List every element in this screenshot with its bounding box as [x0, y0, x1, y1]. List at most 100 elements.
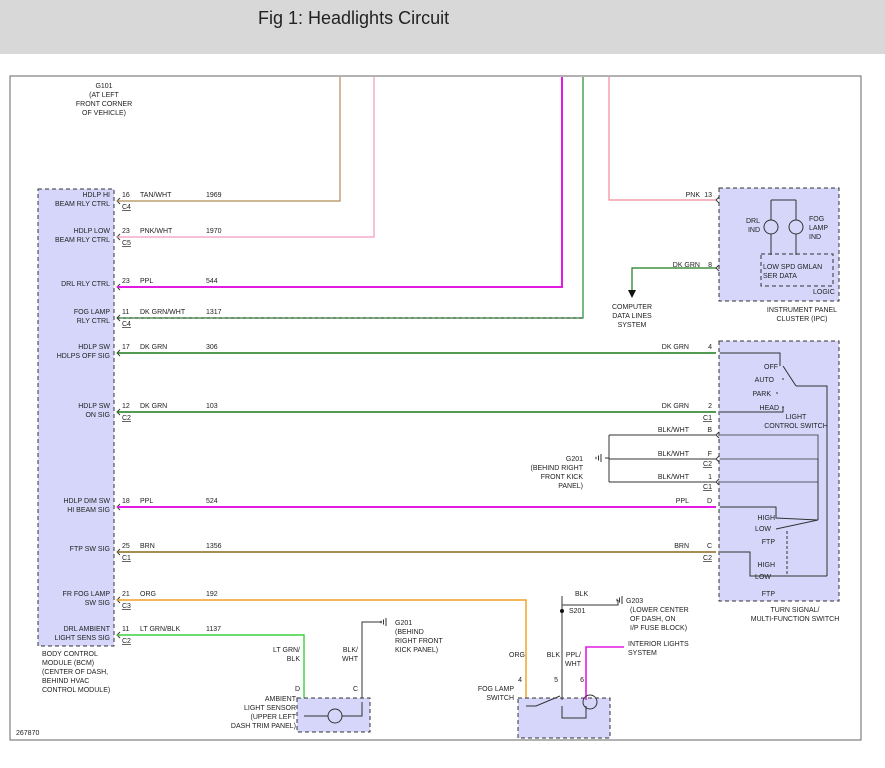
fog-pin-number: 5: [554, 677, 558, 684]
bcm-pin-number: 17: [122, 344, 130, 351]
circuit-number: 1356: [206, 543, 222, 550]
ipc-pin-number: 13: [704, 192, 712, 199]
wire-color-label: BLK: [287, 656, 301, 663]
bcm-pin-label: HDLP LOW: [74, 228, 111, 235]
diagram-frame: [9, 75, 862, 741]
circuit-number: 544: [206, 278, 218, 285]
wire-color-label: DK GRN: [140, 344, 167, 351]
g203-desc-label: I/P FUSE BLOCK): [630, 625, 687, 632]
splice-g203: [561, 596, 619, 606]
switch-pin-number: 2: [708, 403, 712, 410]
bcm-label: (CENTER OF DASH,: [42, 669, 108, 676]
wire-color-label: BLK/WHT: [658, 427, 690, 434]
wire-color-label: BLK/: [343, 647, 358, 654]
switch-pin-number: F: [708, 451, 712, 458]
computer-data-label: COMPUTER: [612, 304, 652, 311]
bcm-pin-number: 18: [122, 498, 130, 505]
ambient-sensor-label: DASH TRIM PANEL): [231, 723, 296, 730]
wire-ambient: [117, 634, 305, 698]
bcm-connector-label: C2: [122, 415, 131, 422]
splice-dot: [560, 609, 564, 613]
wire-ipc-dkgrn: [631, 267, 716, 296]
fog-indicator-led: [582, 694, 598, 710]
ambient-sensor-label: (UPPER LEFT: [250, 714, 296, 721]
wire-color-label: PPL: [140, 278, 153, 285]
bcm-pin-number: 16: [122, 192, 130, 199]
wire-color-label: ORG: [140, 591, 156, 598]
bcm-pin-label: BEAM RLY CTRL: [55, 201, 110, 208]
wire-color-label: LT GRN/: [273, 647, 300, 654]
bcm-pin-number: 23: [122, 228, 130, 235]
wire-color-label: BLK: [547, 652, 561, 659]
beam-low-label: LOW: [755, 526, 771, 533]
wire-color-label: BLK/WHT: [658, 451, 690, 458]
switch-position-off: OFF: [764, 364, 778, 371]
switch-position-head: HEAD: [760, 405, 779, 412]
bcm-connector-label: C3: [122, 603, 131, 610]
fog-pin-number: 6: [580, 677, 584, 684]
wire-color-label: BLK/WHT: [658, 474, 690, 481]
logic-box: [760, 253, 834, 287]
bcm-pin-label: FTP SW SIG: [70, 546, 110, 553]
bcm-pin-number: 12: [122, 403, 130, 410]
bcm-connector-label: C5: [122, 240, 131, 247]
bcm-pin-number: 25: [122, 543, 130, 550]
circuit-number: 1969: [206, 192, 222, 199]
connector-chevron: [715, 196, 720, 204]
beam-low-label: LOW: [755, 574, 771, 581]
bcm-label: BODY CONTROL: [42, 651, 98, 658]
wire-color-label: PNK/WHT: [140, 228, 173, 235]
fog-indicator-label: FOG: [809, 216, 824, 223]
interior-lights-label: INTERIOR LIGHTS: [628, 641, 689, 648]
ambient-sensor-box: [296, 697, 371, 733]
circuit-number: 1970: [206, 228, 222, 235]
bcm-pin-label: HDLPS OFF SIG: [57, 353, 110, 360]
bcm-pin-label: RLY CTRL: [77, 318, 110, 325]
turn-signal-switch-box: [718, 340, 840, 602]
circuit-number: 103: [206, 403, 218, 410]
ambient-pin-d: D: [295, 686, 300, 693]
switch-pin-number: D: [707, 498, 712, 505]
ftp-contacts: [720, 551, 827, 577]
turn-signal-switch-label: MULTI-FUNCTION SWITCH: [751, 616, 840, 623]
bcm-connector-label: C2: [122, 638, 131, 645]
wire-color-label: BLK: [575, 591, 589, 598]
figure-title: Fig 1: Headlights Circuit: [258, 8, 450, 28]
g201-left-label: G201: [395, 620, 412, 627]
bcm-pin-number: 21: [122, 591, 130, 598]
bcm-pin-label: HI BEAM SIG: [67, 507, 110, 514]
g101-label: (AT LEFT: [89, 92, 119, 99]
bcm-pin-label: SW SIG: [85, 600, 110, 607]
wire-drl: [117, 77, 563, 288]
bcm-pin-label: ON SIG: [85, 412, 110, 419]
wire-color-label: ORG: [509, 652, 525, 659]
beam-ftp-label: FTP: [762, 539, 776, 546]
bcm-pin-label: HDLP HI: [83, 192, 111, 199]
g203-desc-label: OF DASH, ON: [630, 616, 676, 623]
wire-fog-interior: [585, 646, 624, 700]
wire-color-label: DK GRN: [662, 344, 689, 351]
wire-color-label: WHT: [565, 661, 582, 668]
g201-splice: [605, 435, 610, 482]
wire-color-label: LT GRN/BLK: [140, 626, 181, 633]
g201-right-label: FRONT KICK: [541, 474, 584, 481]
ground-symbol: [380, 618, 387, 626]
drl-indicator-label: IND: [748, 227, 760, 234]
fog-indicator-label: LAMP: [809, 225, 828, 232]
wire-color-label: DK GRN: [673, 262, 700, 269]
circuit-number: 306: [206, 344, 218, 351]
switch-pin-number: B: [707, 427, 712, 434]
circuit-number: 192: [206, 591, 218, 598]
ground-symbol: [616, 596, 623, 604]
switch-ground-bus: [720, 481, 819, 520]
wire-low-beam: [117, 77, 375, 238]
bcm-pin-label: LIGHT SENS SIG: [55, 635, 111, 642]
bcm-pin-label: DRL RLY CTRL: [61, 281, 110, 288]
ambient-pin-c: C: [353, 686, 358, 693]
bcm-pin-number: 11: [122, 309, 129, 316]
wire-color-label: PNK: [686, 192, 701, 199]
g101-label: G101: [95, 83, 112, 90]
ipc-label: INSTRUMENT PANEL: [767, 307, 837, 314]
wire-color-label: DK GRN: [662, 403, 689, 410]
bcm-connector-label: C4: [122, 321, 131, 328]
